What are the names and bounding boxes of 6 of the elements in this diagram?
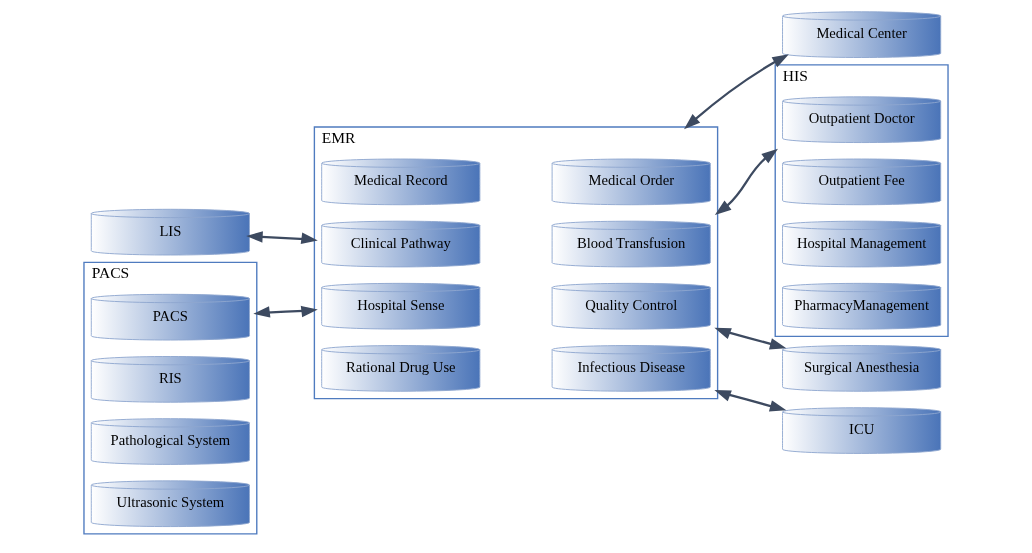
- arrow: [246, 231, 318, 244]
- arrow: [714, 148, 778, 216]
- arrow: [684, 54, 789, 130]
- arrow: [714, 390, 787, 412]
- arrow: [714, 327, 787, 350]
- arrow: [253, 305, 318, 318]
